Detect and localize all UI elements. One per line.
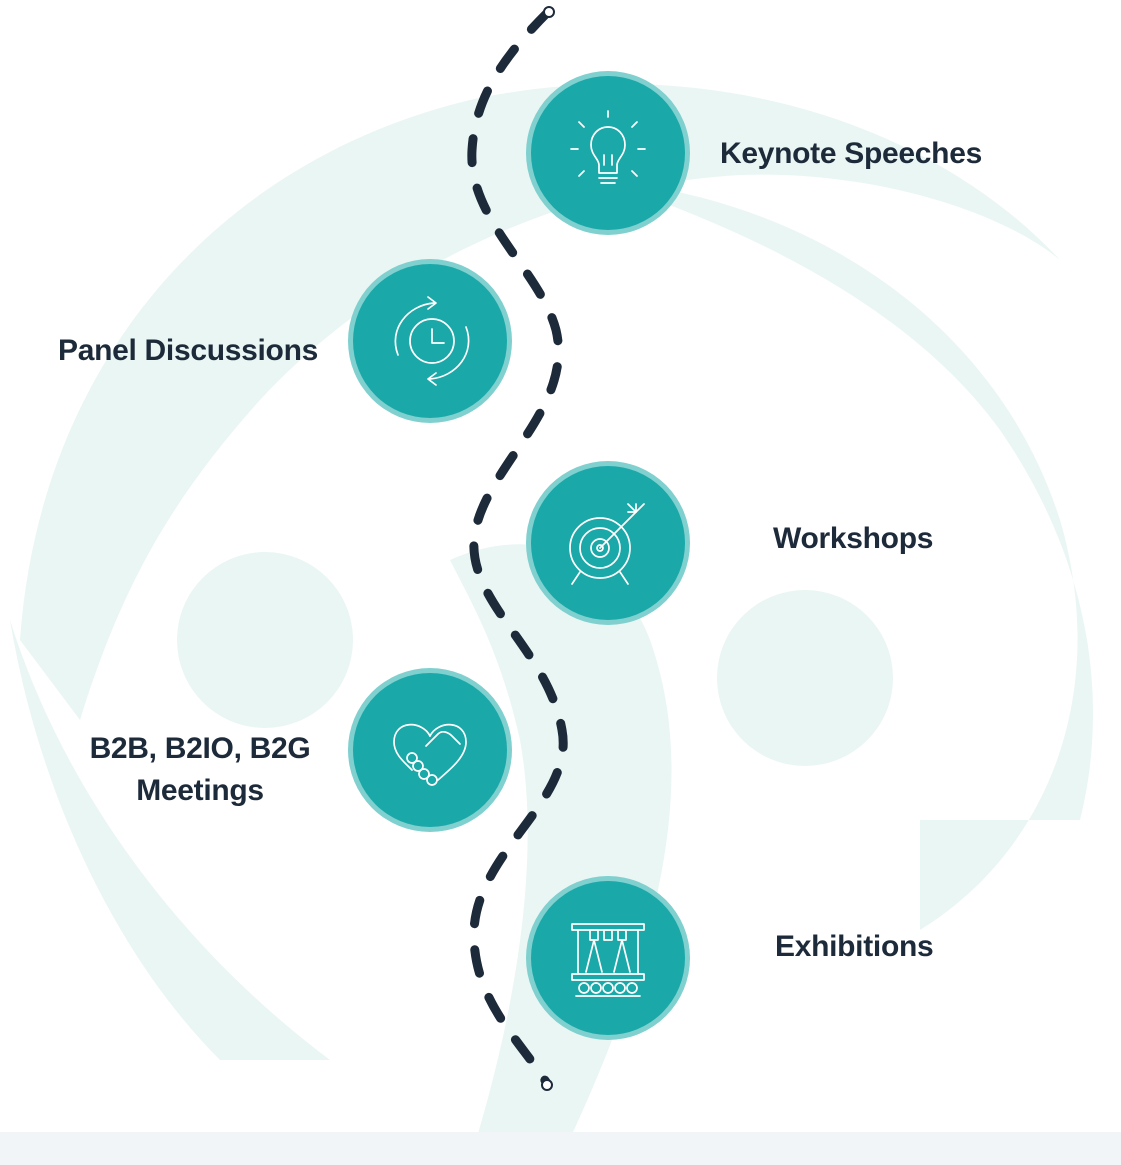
handshake-heart-icon [393,723,467,786]
step-label-meetings-line1: B2B, B2IO, B2G [89,732,311,765]
clock-cycle-icon [394,296,470,386]
target-arrow-icon [569,503,645,585]
step-label-panel: Panel Discussions [57,334,318,367]
step-circle-inner [353,673,507,827]
step-keynote [526,71,690,235]
step-circle-inner [531,881,685,1035]
step-label-meetings-line2: Meetings [136,774,264,807]
lightbulb-icon [570,110,646,184]
exhibition-stage-icon [571,923,645,997]
step-panel [348,259,512,423]
step-label-meetings: B2B, B2IO, B2G Meetings [60,728,340,812]
step-label-workshops: Workshops [773,522,934,555]
dashed-timeline-path [467,7,568,1090]
step-workshops [526,461,690,625]
step-exhibitions [526,876,690,1040]
step-circle-inner [353,264,507,418]
step-meetings [348,668,512,832]
step-label-keynote: Keynote Speeches [720,137,982,170]
path-start-dot [543,6,555,18]
step-label-exhibitions: Exhibitions [775,930,934,963]
step-circle-inner [531,76,685,230]
path-end-dot [541,1079,553,1091]
